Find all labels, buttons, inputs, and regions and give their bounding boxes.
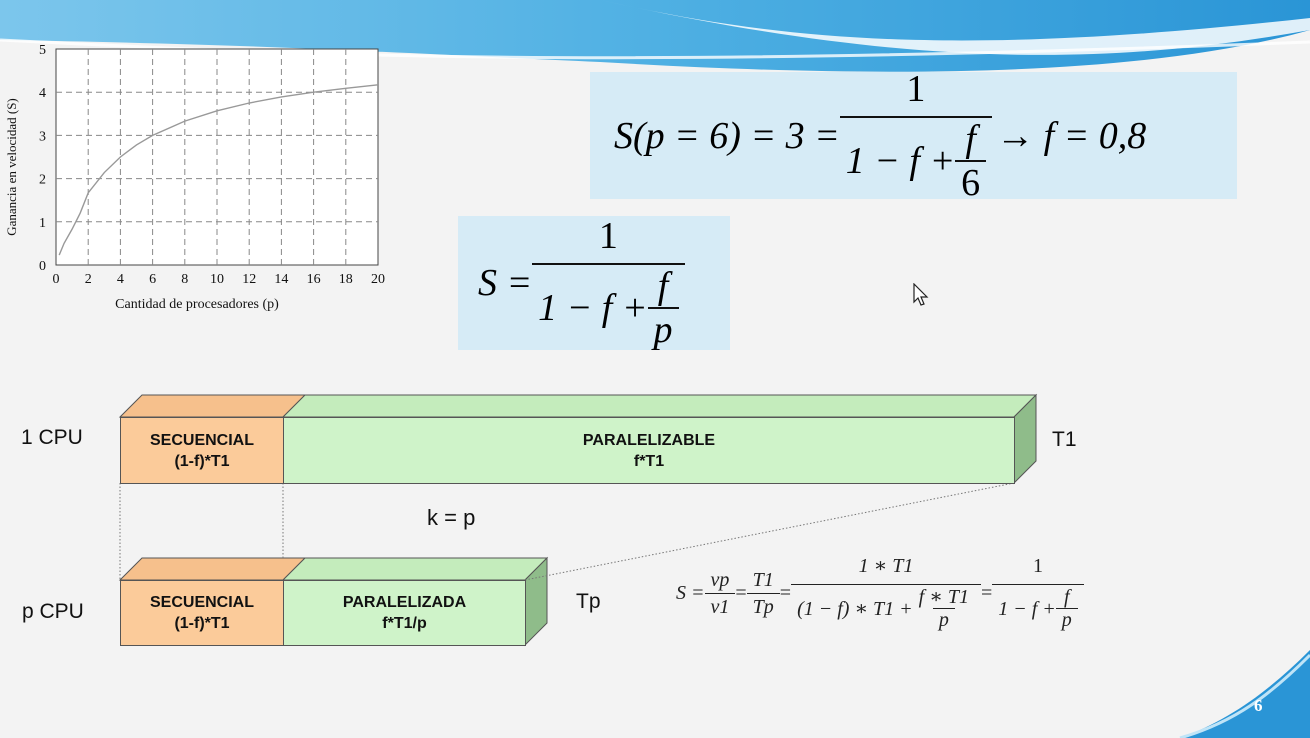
chain-s: S = [676,581,705,604]
formula-general-num: 1 [598,215,618,257]
chain-f1-den: v1 [704,592,736,617]
x-tick-label: 10 [210,272,224,287]
formula-top-rhs: → f = 0,8 [996,115,1147,157]
row1-par-title: PARALELIZABLE [582,431,716,449]
formula-general-den: 1 − f + f p [532,263,685,349]
chain-f4-den: 1 − f + f p [992,584,1084,630]
formula-top-den-prefix: 1 − f + [845,140,956,182]
speedup-formula-chain: S = vp v1 = T1 Tp = 1 ∗ T1 (1 − f) ∗ T1 … [676,548,1084,638]
formula-top-lhs: S(p = 6) = 3 = [614,115,840,157]
x-tick-label: 6 [149,272,156,287]
chain-f1-num: vp [710,568,730,591]
row2-par-title: PARALELIZADA [342,594,467,611]
row2-seq-title: SECUENCIAL [149,594,254,611]
speedup-series-line [58,84,379,256]
row1-paralelizable-block: PARALELIZABLE f*T1 [283,417,1015,484]
chain-f3-num: 1 ∗ T1 [858,555,914,577]
x-tick-label: 14 [274,272,288,287]
row1-par-value: f*T1 [633,452,665,470]
header-wave [0,0,1310,72]
chain-f4-inner-den: p [1055,608,1078,630]
chain-f3-inner-den: p [932,608,955,630]
x-tick-label: 12 [242,272,256,287]
chain-frac-v: vp v1 [704,568,736,617]
y-tick-label: 5 [39,43,46,58]
y-tick-label: 2 [39,173,46,188]
row2-seq-value: (1-f)*T1 [174,615,230,632]
tp-label: Tp [576,590,601,613]
x-axis-label: Cantidad de procesadores (p) [115,297,279,312]
formula-general-fraction: 1 1 − f + f p [532,215,685,349]
k-equals-p-label: k = p [427,505,476,530]
formula-top-box: S(p = 6) = 3 = 1 1 − f + f 6 → f = 0,8 [590,70,1237,202]
page-number: 6 [1254,696,1263,715]
formula-general-den-frac-den: p [647,307,679,349]
chain-f3-den: (1 − f) ∗ T1 + f ∗ T1 p [791,584,981,630]
chain-f4-inner: f p [1055,586,1078,630]
chain-frac-t: T1 Tp [746,568,780,617]
x-tick-label: 8 [181,272,188,287]
chain-f2-num: T1 [752,568,774,591]
chain-f3-inner-num: f ∗ T1 [918,586,969,608]
x-tick-label: 2 [85,272,92,287]
formula-general-den-prefix: 1 − f + [538,287,648,329]
y-axis-label: Ganancia en velocidad (S) [4,98,19,236]
chain-f2-den: Tp [746,592,780,617]
row1-seq-title: SECUENCIAL [149,431,254,449]
t1-label: T1 [1052,428,1077,451]
x-tick-label: 0 [53,272,60,287]
x-tick-label: 20 [371,272,385,287]
row2-paralelizada-block: PARALELIZADA f*T1/p [283,580,526,646]
x-tick-label: 4 [117,272,124,287]
chain-f4-den-prefix: 1 − f + [998,597,1056,620]
formula-top: S(p = 6) = 3 = 1 1 − f + f 6 → f = 0,8 [614,70,1147,202]
row1-label: 1 CPU [21,426,83,449]
chain-frac-4: 1 1 − f + f p [992,556,1084,630]
formula-top-num: 1 [906,68,926,110]
chain-f3-den-prefix: (1 − f) ∗ T1 + [797,597,913,620]
row2-par-value: f*T1/p [382,615,427,632]
footer-wave [1179,650,1310,738]
chain-eq-1: = [735,581,747,604]
formula-top-den-frac: f 6 [955,118,987,202]
y-tick-label: 1 [39,216,46,231]
formula-top-den-frac-den: 6 [955,160,987,202]
y-tick-label: 3 [39,129,46,144]
formula-top-fraction: 1 1 − f + f 6 [839,68,993,202]
mouse-cursor-icon [913,283,929,306]
formula-general: S = 1 1 − f + f p [478,216,685,350]
row1-secuencial-block: SECUENCIAL (1-f)*T1 [120,417,284,484]
formula-general-den-frac: f p [647,265,679,349]
formula-general-lhs: S = [478,262,533,304]
chain-eq-3: = [980,581,993,604]
formula-general-box: S = 1 1 − f + f p [458,216,730,350]
row2-secuencial-block: SECUENCIAL (1-f)*T1 [120,580,284,646]
x-tick-label: 16 [307,272,321,287]
chain-f4-inner-num: f [1064,586,1070,608]
x-tick-label: 18 [339,272,353,287]
y-tick-label: 0 [39,259,46,274]
chain-f3-inner: f ∗ T1 p [913,587,975,630]
chain-frac-3: 1 ∗ T1 (1 − f) ∗ T1 + f ∗ T1 p [791,556,981,630]
row1-seq-value: (1-f)*T1 [174,452,230,470]
formula-top-den: 1 − f + f 6 [839,116,993,202]
chain-eq-2: = [779,581,792,604]
chain-f4-num: 1 [1033,555,1044,577]
formula-general-den-frac-num: f [657,265,669,307]
row2-label: p CPU [22,600,84,623]
formula-top-den-frac-num: f [965,118,976,160]
y-tick-label: 4 [39,86,46,101]
